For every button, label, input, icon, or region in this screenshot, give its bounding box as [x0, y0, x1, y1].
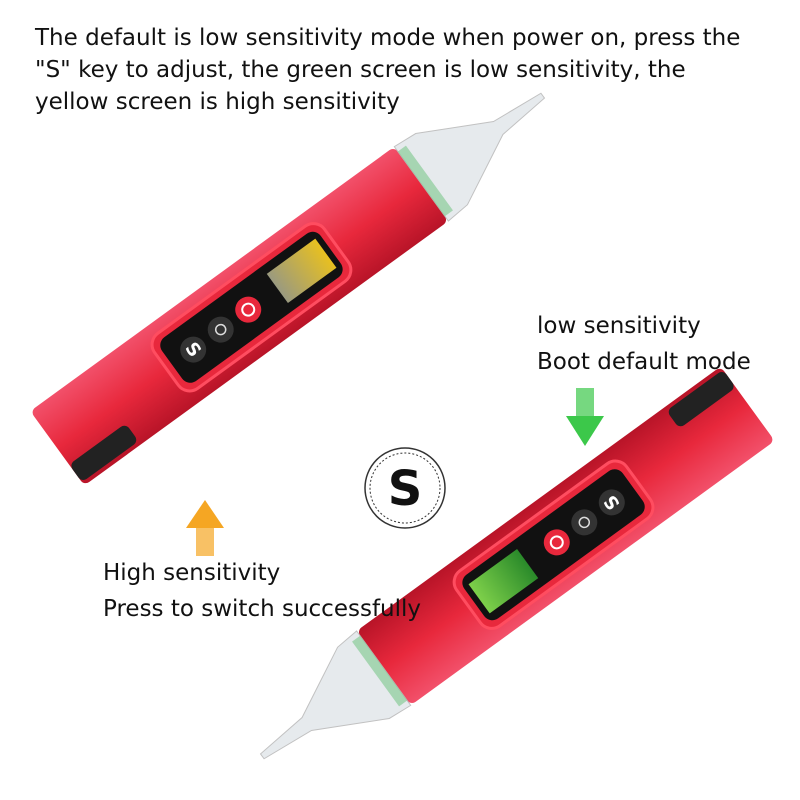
caption-line: The default is low sensitivity mode when…: [35, 25, 741, 51]
high-title: High sensitivity: [103, 560, 281, 586]
caption-line: yellow screen is high sensitivity: [35, 89, 400, 115]
green-screen: [468, 548, 539, 614]
high-sensitivity-label: High sensitivity Press to switch success…: [103, 555, 421, 627]
low-title: low sensitivity: [537, 313, 701, 339]
low-sensitivity-label: low sensitivity Boot default mode: [537, 308, 751, 380]
arrow-up-icon: [186, 500, 224, 556]
low-subtitle: Boot default mode: [537, 349, 751, 375]
pen-low-sensitivity: [233, 364, 777, 796]
caption-line: "S" key to adjust, the green screen is l…: [35, 57, 686, 83]
arrow-down-icon: [566, 388, 604, 446]
caption: The default is low sensitivity mode when…: [35, 22, 785, 118]
high-subtitle: Press to switch successfully: [103, 596, 422, 622]
s-key-icon: S: [364, 447, 446, 529]
pen-high-sensitivity: [28, 56, 572, 488]
yellow-screen: [266, 238, 337, 304]
s-key-label: S: [388, 461, 423, 517]
